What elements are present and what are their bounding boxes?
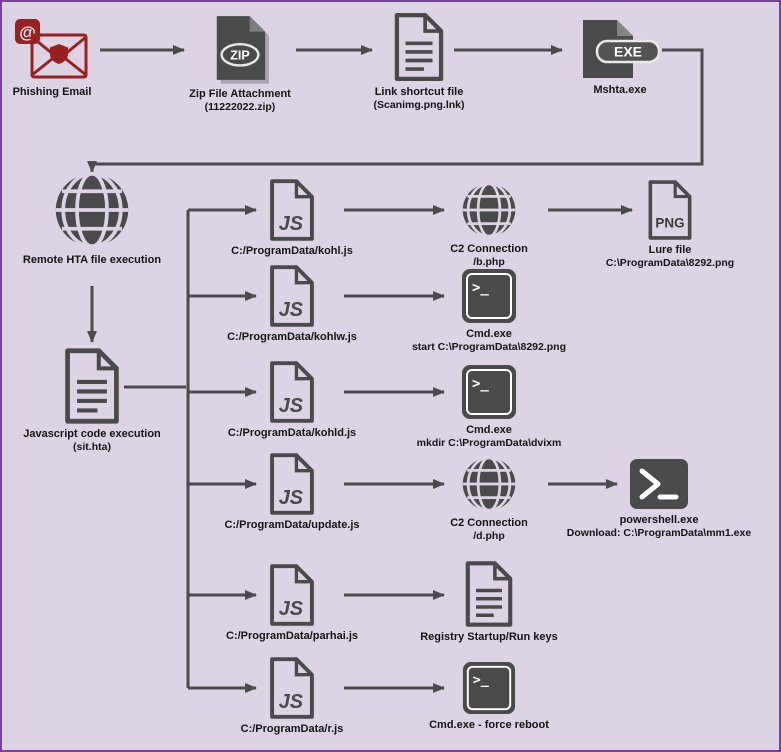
- node-label: Remote HTA file execution: [22, 254, 162, 266]
- node-label: Javascript code execution: [23, 428, 161, 440]
- node-label: Mshta.exe: [593, 84, 647, 96]
- node-c2-bphp: C2 Connection /b.php: [399, 181, 579, 269]
- globe-icon: [462, 182, 516, 238]
- node-label: C:/ProgramData/kohl.js: [231, 245, 353, 257]
- node-label: C2 Connection: [450, 517, 528, 529]
- node-label: C:/ProgramData/kohlw.js: [227, 331, 357, 343]
- document-icon: [394, 12, 444, 82]
- node-sublabel: /d.php: [473, 530, 505, 543]
- node-label: C:/ProgramData/parhai.js: [225, 630, 359, 642]
- zip-glyph: ZIP: [230, 49, 250, 63]
- document-icon: [465, 561, 513, 627]
- globe-icon: [55, 171, 129, 249]
- node-js-kohld: JS C:/ProgramData/kohld.js: [212, 361, 372, 440]
- terminal-icon: >_: [462, 365, 516, 419]
- node-label: Lure file: [648, 244, 692, 256]
- document-icon: [65, 348, 119, 424]
- node-remote-hta: Remote HTA file execution: [17, 170, 167, 267]
- top-flow-arrows: [87, 45, 704, 173]
- node-c2-dphp: C2 Connection /d.php: [399, 455, 579, 543]
- js-file-icon: JS: [270, 657, 314, 719]
- node-js-update: JS C:/ProgramData/update.js: [212, 453, 372, 532]
- node-label: C:/ProgramData/update.js: [224, 519, 360, 531]
- node-cmd-reboot: >_ Cmd.exe - force reboot: [394, 661, 584, 732]
- js-file-icon: JS: [270, 453, 314, 515]
- node-label: Cmd.exe: [466, 328, 512, 340]
- png-file-icon: PNG: [648, 180, 692, 240]
- exe-file-icon: EXE: [583, 20, 661, 78]
- node-label: C2 Connection: [450, 243, 528, 255]
- js-file-icon: JS: [270, 564, 314, 626]
- zip-file-icon: ZIP: [216, 16, 269, 84]
- node-sublabel: (sit.hta): [73, 441, 111, 454]
- png-glyph: PNG: [655, 216, 684, 231]
- prompt-glyph: >_: [472, 280, 489, 296]
- js-file-icon: JS: [270, 179, 314, 241]
- node-cmd-start: >_ Cmd.exe start C:\ProgramData\8292.png: [394, 268, 584, 354]
- node-sublabel: Download: C:\ProgramData\mm1.exe: [566, 527, 752, 540]
- node-cmd-mkdir: >_ Cmd.exe mkdir C:\ProgramData\dvixm: [394, 364, 584, 450]
- node-sublabel: (11222022.zip): [204, 101, 276, 114]
- branch-arrows: [188, 205, 633, 693]
- left-flow-arrows: [87, 210, 190, 688]
- js-file-icon: JS: [270, 265, 314, 327]
- js-glyph: JS: [279, 299, 304, 321]
- exe-glyph: EXE: [614, 44, 642, 60]
- node-sublabel: mkdir C:\ProgramData\dvixm: [416, 437, 562, 450]
- node-phishing-email: @ Phishing Email: [2, 18, 102, 99]
- phishing-email-icon: @: [15, 19, 88, 79]
- node-lure-file: PNG Lure file C:\ProgramData\8292.png: [580, 180, 760, 270]
- prompt-glyph: >_: [473, 672, 490, 688]
- js-glyph: JS: [279, 395, 304, 417]
- js-file-icon: JS: [270, 361, 314, 423]
- globe-icon: [462, 456, 516, 512]
- js-glyph: JS: [279, 691, 304, 713]
- js-glyph: JS: [279, 213, 304, 235]
- node-label: powershell.exe: [619, 514, 699, 526]
- node-js-r: JS C:/ProgramData/r.js: [212, 657, 372, 736]
- node-sublabel: (Scanimg.png.lnk): [373, 99, 465, 112]
- node-label: Cmd.exe: [466, 424, 512, 436]
- node-label: Zip File Attachment: [189, 88, 291, 100]
- node-js-kohlw: JS C:/ProgramData/kohlw.js: [212, 265, 372, 344]
- node-sublabel: /b.php: [473, 256, 505, 269]
- node-sublabel: start C:\ProgramData\8292.png: [411, 341, 567, 354]
- node-registry-keys: Registry Startup/Run keys: [399, 561, 579, 644]
- terminal-icon: >_: [462, 661, 516, 715]
- prompt-glyph: >_: [472, 376, 489, 392]
- node-label: Registry Startup/Run keys: [420, 631, 558, 643]
- node-js-code-execution: Javascript code execution (sit.hta): [17, 348, 167, 454]
- node-mshta: EXE Mshta.exe: [560, 18, 680, 97]
- js-glyph: JS: [279, 598, 304, 620]
- node-link-shortcut: Link shortcut file (Scanimg.png.lnk): [354, 12, 484, 112]
- node-zip-attachment: ZIP Zip File Attachment (11222022.zip): [180, 14, 300, 114]
- node-label: Phishing Email: [12, 86, 92, 98]
- node-powershell: powershell.exe Download: C:\ProgramData\…: [554, 458, 764, 540]
- node-label: C:/ProgramData/kohld.js: [227, 427, 357, 439]
- node-sublabel: C:\ProgramData\8292.png: [605, 257, 735, 270]
- node-label: Link shortcut file: [374, 86, 464, 98]
- node-label: C:/ProgramData/r.js: [240, 723, 344, 735]
- js-glyph: JS: [279, 487, 304, 509]
- powershell-icon: [630, 459, 688, 509]
- node-js-parhai: JS C:/ProgramData/parhai.js: [212, 564, 372, 643]
- node-js-kohl: JS C:/ProgramData/kohl.js: [212, 179, 372, 258]
- node-label: Cmd.exe - force reboot: [429, 719, 549, 731]
- terminal-icon: >_: [462, 269, 516, 323]
